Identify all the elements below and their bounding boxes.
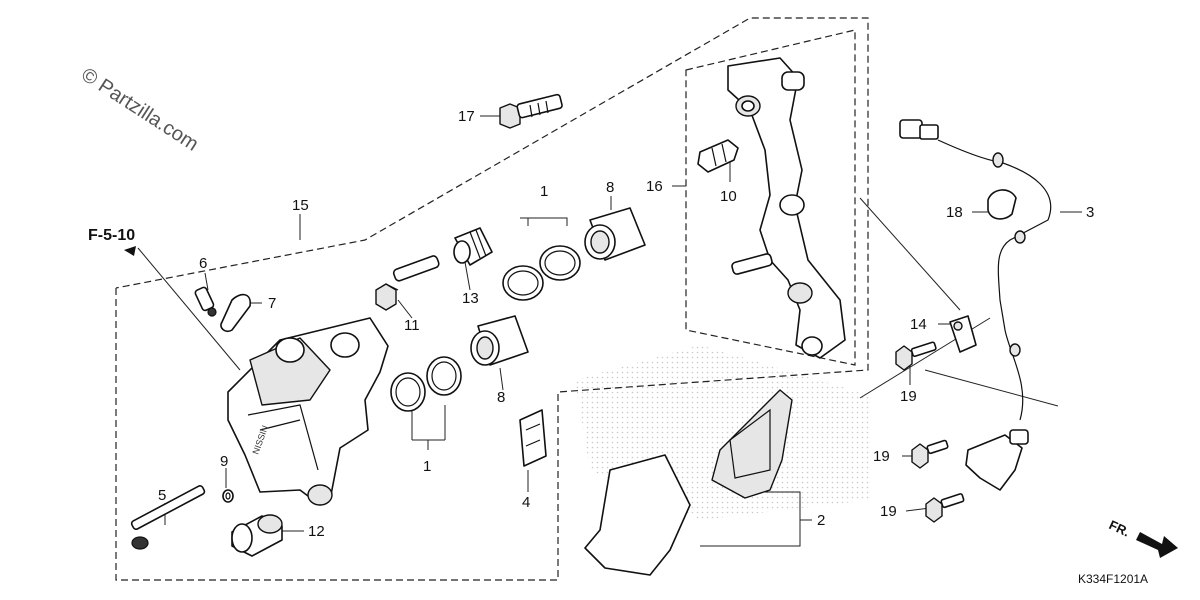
- callout-17[interactable]: 17: [458, 108, 475, 125]
- callout-8-upper[interactable]: 8: [606, 179, 614, 196]
- callout-6[interactable]: 6: [199, 255, 207, 272]
- brake-pads-2[interactable]: [584, 389, 793, 576]
- callout-19-b[interactable]: 19: [873, 448, 890, 465]
- caliper-body-15[interactable]: NISSIN: [227, 317, 389, 506]
- direction-arrow-icon: [1136, 532, 1178, 558]
- group-outline-15: [115, 17, 869, 581]
- pin-boot-13[interactable]: [453, 227, 493, 266]
- front-direction-indicator: FR.: [1107, 517, 1178, 558]
- bolt-19-b[interactable]: [911, 439, 949, 469]
- piston-8-upper[interactable]: [584, 207, 646, 261]
- callout-5[interactable]: 5: [158, 487, 166, 504]
- callout-19-c[interactable]: 19: [880, 503, 897, 520]
- pad-pin-5[interactable]: [130, 485, 206, 550]
- bushing-12[interactable]: [231, 514, 283, 557]
- callout-18[interactable]: 18: [946, 204, 963, 221]
- callout-7[interactable]: 7: [268, 295, 276, 312]
- callout-4[interactable]: 4: [522, 494, 530, 511]
- callout-3[interactable]: 3: [1086, 204, 1094, 221]
- pad-clip-10[interactable]: [697, 139, 739, 173]
- caliper-bracket-16[interactable]: [727, 57, 846, 359]
- bleeder-screw-6[interactable]: [194, 286, 217, 317]
- callout-13[interactable]: 13: [462, 290, 479, 307]
- watermark-text: © Partzilla.com: [77, 64, 202, 156]
- speed-sensor-3[interactable]: [899, 119, 1052, 491]
- callout-1-upper[interactable]: 1: [540, 183, 548, 200]
- sensor-clamp-18[interactable]: [987, 189, 1017, 220]
- piston-8-lower[interactable]: [470, 315, 529, 366]
- sensor-bracket-14[interactable]: [949, 315, 977, 353]
- o-ring-9[interactable]: [222, 489, 234, 503]
- callout-11[interactable]: 11: [404, 317, 420, 334]
- pad-spring-4[interactable]: [519, 409, 547, 467]
- callout-9[interactable]: 9: [220, 453, 228, 470]
- callout-8-lower[interactable]: 8: [497, 389, 505, 406]
- bleeder-cap-7[interactable]: [220, 293, 251, 333]
- piston-seal-1-lower[interactable]: [390, 356, 462, 412]
- callout-15[interactable]: 15: [292, 197, 309, 214]
- pin-bolt-11[interactable]: [375, 255, 440, 311]
- callout-12[interactable]: 12: [308, 523, 325, 540]
- callout-1-lower[interactable]: 1: [423, 458, 431, 475]
- svg-text:FR.: FR.: [1107, 517, 1132, 539]
- callout-16[interactable]: 16: [646, 178, 663, 195]
- reference-link-f-5-10[interactable]: F-5-10: [88, 227, 135, 244]
- bolt-17[interactable]: [499, 93, 563, 129]
- callout-2[interactable]: 2: [817, 512, 825, 529]
- callout-14[interactable]: 14: [910, 316, 927, 333]
- group-outline-16: [685, 29, 856, 366]
- callout-10[interactable]: 10: [720, 188, 737, 205]
- bolt-19-c[interactable]: [925, 493, 965, 523]
- diagram-code: K334F1201A: [1078, 572, 1148, 586]
- bolt-19-a[interactable]: [895, 341, 937, 371]
- callout-19-a[interactable]: 19: [900, 388, 917, 405]
- piston-seal-1-upper[interactable]: [502, 245, 581, 301]
